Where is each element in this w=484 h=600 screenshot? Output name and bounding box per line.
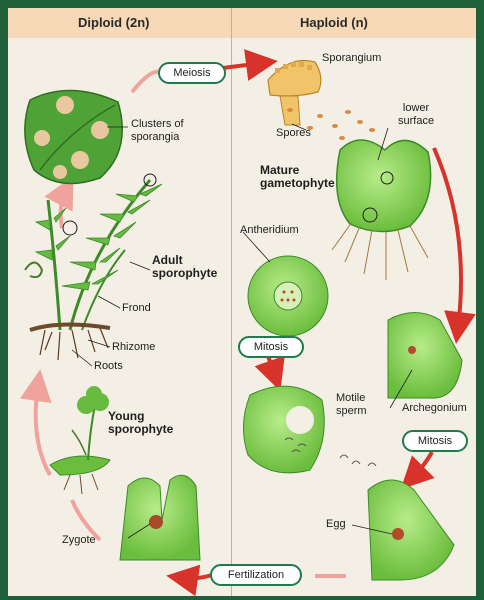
motile-sperm-label: Motile sperm	[336, 392, 367, 418]
zygote-label: Zygote	[62, 534, 96, 547]
arrow-young-to-adult	[36, 385, 50, 475]
meiosis-label: Meiosis	[158, 62, 226, 84]
arrow-gametophyte-to-archegonium	[434, 148, 461, 328]
frond-label: Frond	[122, 302, 151, 315]
young-sporophyte-label: Young sporophyte	[108, 410, 173, 436]
clusters-label: Clusters of sporangia	[131, 118, 184, 144]
antheridium-label: Antheridium	[240, 224, 299, 237]
adult-sporophyte-label: Adult sporophyte	[152, 254, 217, 280]
archegonium-drawing	[388, 313, 462, 399]
roots-label: Roots	[94, 360, 123, 373]
mitosis-label-right: Mitosis	[402, 430, 468, 452]
mature-gametophyte-label: Mature gametophyte	[260, 164, 335, 190]
archegonium-label: Archegonium	[402, 402, 467, 415]
lower-surface-label: lower surface	[398, 102, 434, 128]
mitosis-label-left: Mitosis	[238, 336, 304, 358]
egg-archegonium-drawing	[368, 480, 454, 580]
arrow-mitosis-to-egg	[412, 452, 432, 478]
rhizome-label: Rhizome	[112, 341, 155, 354]
sporangia-leaf	[25, 90, 122, 183]
arrow-fertilization	[182, 575, 212, 579]
egg-label: Egg	[326, 518, 346, 531]
arrow-mitosis-to-sperm	[268, 356, 275, 376]
sporangium-label: Sporangium	[322, 52, 381, 65]
fertilization-label: Fertilization	[210, 564, 302, 586]
arrow-meiosis-to-sporangium	[223, 63, 262, 68]
antheridium-drawing	[248, 256, 328, 336]
gametophyte-drawing	[332, 140, 431, 280]
arrow-to-meiosis	[132, 72, 158, 92]
young-sporophyte-drawing	[50, 386, 110, 494]
spores-label: Spores	[276, 127, 311, 140]
zygote-drawing	[120, 475, 200, 560]
